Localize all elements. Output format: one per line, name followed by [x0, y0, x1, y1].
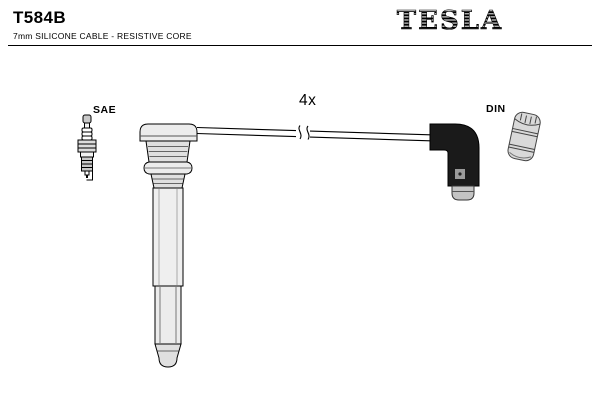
cable-line [196, 126, 431, 142]
sae-label: SAE [93, 104, 117, 116]
cable-description: 7mm SILICONE CABLE - RESISTIVE CORE [13, 31, 192, 41]
tesla-brand-logo: TESLA [396, 6, 503, 35]
brand-logo-text: TESLA [397, 6, 503, 35]
quantity-label: 4x [299, 92, 317, 109]
cylinder-terminal-icon [507, 111, 541, 162]
din-label: DIN [486, 103, 506, 115]
elbow-connector-icon [429, 123, 480, 201]
header-divider [8, 45, 592, 46]
cable-break-icon [298, 125, 310, 140]
spark-plug-icon [77, 114, 97, 181]
coil-boot-icon [139, 123, 198, 368]
part-number: T584B [13, 8, 67, 27]
